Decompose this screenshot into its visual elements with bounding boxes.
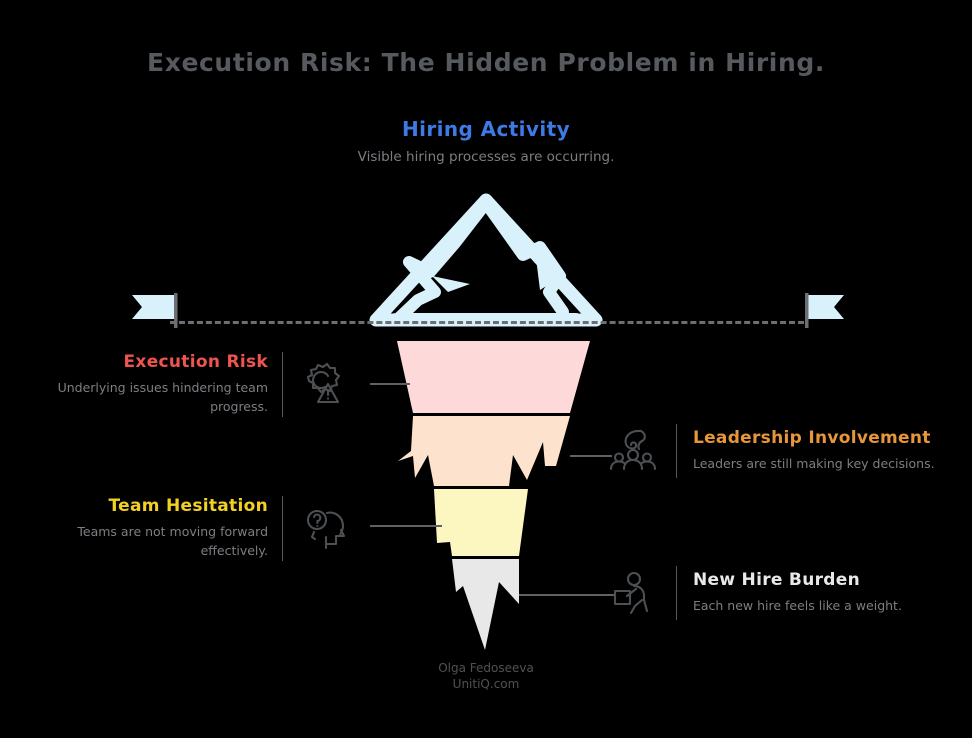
callout-text-execution-risk: Execution Risk Underlying issues hinderi… [40, 352, 282, 417]
callout-divider [282, 352, 283, 417]
pennant-flag-icon [132, 293, 178, 328]
callout-divider [676, 424, 677, 478]
callout-description-leadership-involvement: Leaders are still making key decisions. [692, 456, 935, 472]
connector-execution-risk [370, 383, 410, 385]
callout-text-new-hire-burden: New Hire Burden Each new hire feels like… [677, 570, 956, 616]
callout-title-leadership-involvement: Leadership Involvement [692, 428, 931, 449]
callout-description-team-hesitation: Teams are not moving forward effectively… [77, 524, 268, 558]
person-carrying-box-icon [606, 566, 660, 620]
pennant-flag-icon [805, 293, 844, 328]
iceberg-band-execution-risk [397, 341, 590, 413]
callout-title-execution-risk: Execution Risk [123, 352, 268, 372]
callout-title-new-hire-burden: New Hire Burden [692, 570, 860, 591]
callout-new-hire-burden[interactable]: New Hire Burden Each new hire feels like… [606, 566, 956, 620]
callout-leadership-involvement[interactable]: Leadership Involvement Leaders are still… [606, 424, 956, 478]
connector-team-hesitation [370, 525, 442, 527]
callout-description-new-hire-burden: Each new hire feels like a weight. [692, 598, 902, 614]
callout-team-hesitation[interactable]: Team Hesitation Teams are not moving for… [40, 496, 370, 561]
callout-execution-risk[interactable]: Execution Risk Underlying issues hinderi… [40, 352, 370, 417]
footer-site: UnitiQ.com [452, 677, 520, 692]
waterline-dashed [170, 321, 804, 324]
page-title: Execution Risk: The Hidden Problem in Hi… [147, 48, 825, 77]
waterline-flag-right [800, 292, 876, 328]
above-water-description: Visible hiring processes are occurring. [357, 149, 615, 165]
head-question-icon [297, 501, 351, 555]
footer: Olga Fedoseeva UnitiQ.com [0, 660, 972, 692]
callout-divider [676, 566, 677, 620]
footer-author: Olga Fedoseeva [438, 661, 534, 675]
callout-text-leadership-involvement: Leadership Involvement Leaders are still… [677, 428, 956, 474]
iceberg-band-leadership-involvement [398, 416, 570, 486]
waterline-flag-left [128, 292, 204, 328]
above-water-title: Hiring Activity [401, 117, 571, 141]
people-group-icon [606, 424, 660, 478]
callout-title-team-hesitation: Team Hesitation [108, 496, 268, 516]
iceberg-band-new-hire-burden [452, 559, 519, 650]
iceberg-band-team-hesitation [434, 489, 528, 556]
callout-description-execution-risk: Underlying issues hindering team progres… [57, 380, 268, 414]
mountain-peak-icon [369, 193, 603, 327]
connector-new-hire [519, 594, 614, 596]
connector-leadership [570, 455, 612, 457]
callout-divider [282, 496, 283, 561]
gear-warning-icon [297, 357, 351, 411]
callout-text-team-hesitation: Team Hesitation Teams are not moving for… [40, 496, 282, 561]
